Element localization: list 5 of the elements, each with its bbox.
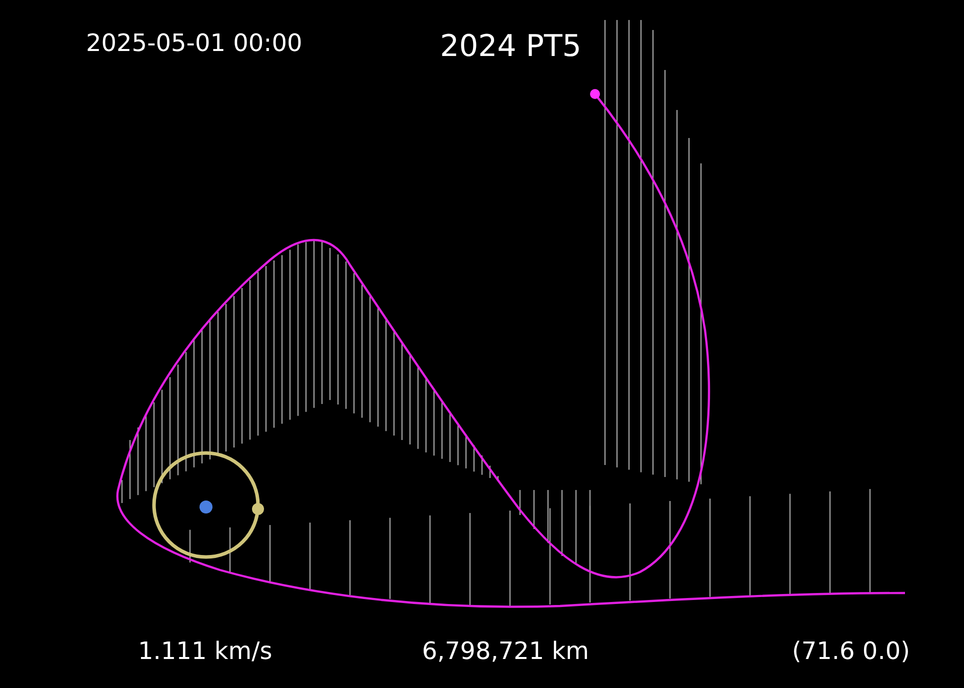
coordinates-label: (71.6 0.0)	[792, 638, 910, 664]
date-time-label: 2025-05-01 00:00	[86, 30, 302, 56]
title: 2024 PT5	[440, 30, 582, 63]
speed-label: 1.111 km/s	[138, 638, 272, 664]
distance-label: 6,798,721 km	[422, 638, 590, 664]
